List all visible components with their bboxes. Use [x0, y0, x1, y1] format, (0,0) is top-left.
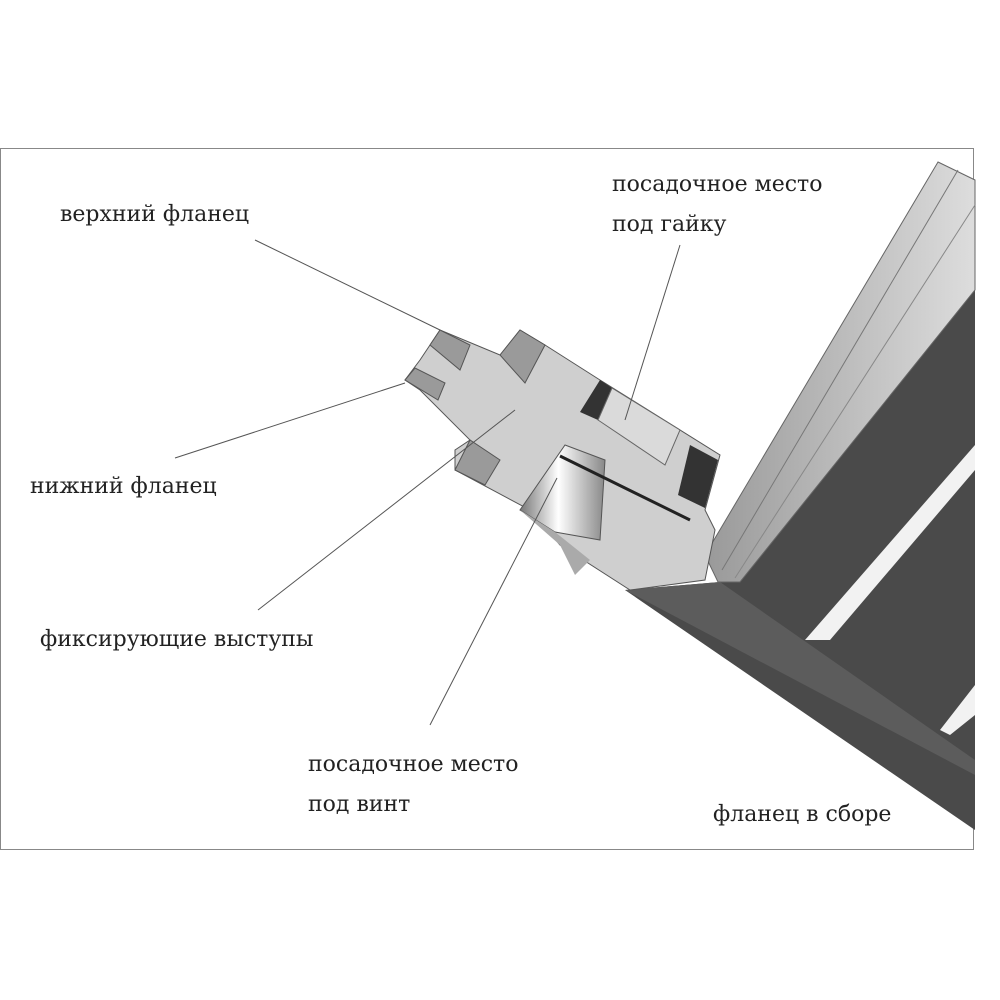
leader-lower-flange	[174, 382, 406, 459]
lower-flange-tip	[404, 367, 446, 401]
label-upper-flange: верхний фланец	[60, 202, 250, 227]
label-screw-seat-line2: под винт	[308, 792, 411, 817]
label-lower-flange: нижний фланец	[30, 474, 217, 499]
wall-strip-edge	[721, 169, 959, 571]
leader-lines	[174, 239, 681, 726]
lower-boss	[454, 439, 501, 486]
leader-locking-ridges	[257, 409, 516, 611]
leader-screw-seat	[429, 477, 558, 726]
dark-block	[678, 445, 718, 508]
nut-seat	[597, 387, 681, 466]
housing-dark-body	[625, 290, 975, 830]
label-nut-seat-line2: под гайку	[612, 212, 727, 237]
housing-lower-edge	[625, 582, 975, 775]
flange-gap	[559, 454, 691, 522]
leader-upper-flange	[254, 239, 441, 331]
label-screw-seat-line1: посадочное место	[308, 752, 519, 777]
nut-dark-insert	[580, 380, 612, 420]
inner-rib-1	[805, 445, 975, 640]
inner-rib-2	[940, 685, 975, 735]
leader-nut-seat	[624, 244, 681, 421]
label-nut-seat-line1: посадочное место	[612, 172, 823, 197]
label-assembled-flange: фланец в сборе	[713, 802, 892, 827]
upper-flange-tip	[429, 329, 471, 371]
wall-strip-edge	[734, 204, 976, 579]
label-locking-ridges: фиксирующие выступы	[40, 627, 314, 652]
upper-boss	[499, 329, 546, 384]
screw-countersink	[520, 510, 590, 575]
